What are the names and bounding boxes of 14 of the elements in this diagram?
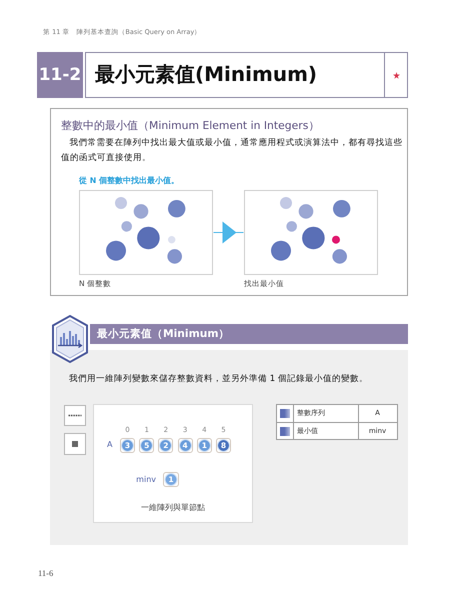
panel-heading: 整數中的最小值（Minimum Element in Integers） bbox=[61, 118, 320, 132]
body-text: 我們常需要在陣列中找出最大值或最小值，通常應用程式或演算法中，都有尋找這些值的函式可直接使用。 bbox=[61, 136, 404, 164]
dot-panel bbox=[79, 190, 213, 275]
dot-panel bbox=[244, 190, 378, 275]
arrow bbox=[213, 222, 244, 244]
section-band: 最小元素值（Minimum） bbox=[90, 324, 408, 344]
title-heading: 最小元素值(Minimum) bbox=[85, 52, 385, 98]
variable-name: minv bbox=[136, 474, 156, 484]
array-panel bbox=[93, 404, 253, 523]
body-text: 我們用一維陣列變數來儲存整數資料，並另外準備 1 個記錄最小值的變數。 bbox=[69, 374, 368, 384]
page-number: 11-6 bbox=[38, 568, 54, 578]
section-number: 11-2 bbox=[37, 52, 83, 98]
panel-caption: 一維陣列與單節點 bbox=[141, 503, 205, 513]
array-name: A bbox=[107, 440, 112, 450]
